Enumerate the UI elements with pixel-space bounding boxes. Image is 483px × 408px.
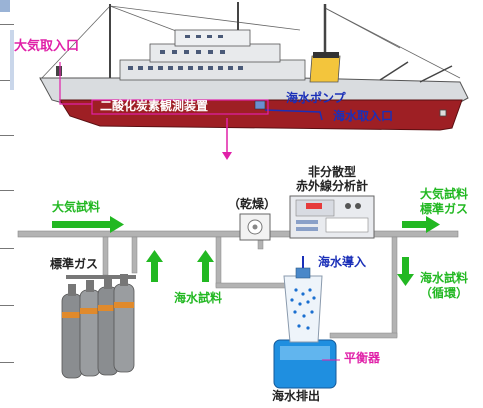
left-divider — [0, 135, 14, 136]
seawater-drain-label: 海水排出 — [272, 389, 321, 403]
seawater-intake-label: 海水取入口 — [333, 109, 394, 123]
left-divider — [0, 80, 14, 81]
air-sample-out-label-line2: 標準ガス — [420, 202, 469, 216]
left-divider — [0, 305, 14, 306]
seawater-circulation-label-line1: 海水試料 — [420, 271, 469, 285]
left-divider — [0, 248, 14, 249]
left-divider — [0, 24, 14, 25]
air-intake-label: 大気取入口 — [14, 39, 80, 54]
air-sample-out-label-line1: 大気試料 — [420, 187, 469, 201]
left-divider — [0, 190, 14, 191]
equilibrator-vessel — [273, 256, 337, 389]
dryer-label: （乾燥） — [228, 197, 277, 211]
left-accent-bar — [10, 30, 14, 90]
seawater-pump-label: 海水ポンプ — [286, 91, 346, 105]
co2-system-label: 二酸化炭素観測装置 — [100, 99, 209, 113]
ndir-label-line1: 非分散型 — [307, 165, 356, 179]
gas-cylinders — [61, 274, 136, 379]
seawater-circulation-label-line2: （循環） — [420, 286, 469, 300]
left-accent-bar — [0, 0, 10, 12]
standard-gas-label: 標準ガス — [50, 257, 99, 271]
left-divider — [0, 362, 14, 363]
ndir-label-line2: 赤外線分析計 — [295, 179, 368, 193]
seawater-in-label: 海水導入 — [318, 255, 367, 269]
air-sample-in-label: 大気試料 — [52, 200, 101, 214]
seawater-sample-label: 海水試料 — [174, 291, 223, 305]
equilibrator-label: 平衡器 — [344, 351, 381, 365]
